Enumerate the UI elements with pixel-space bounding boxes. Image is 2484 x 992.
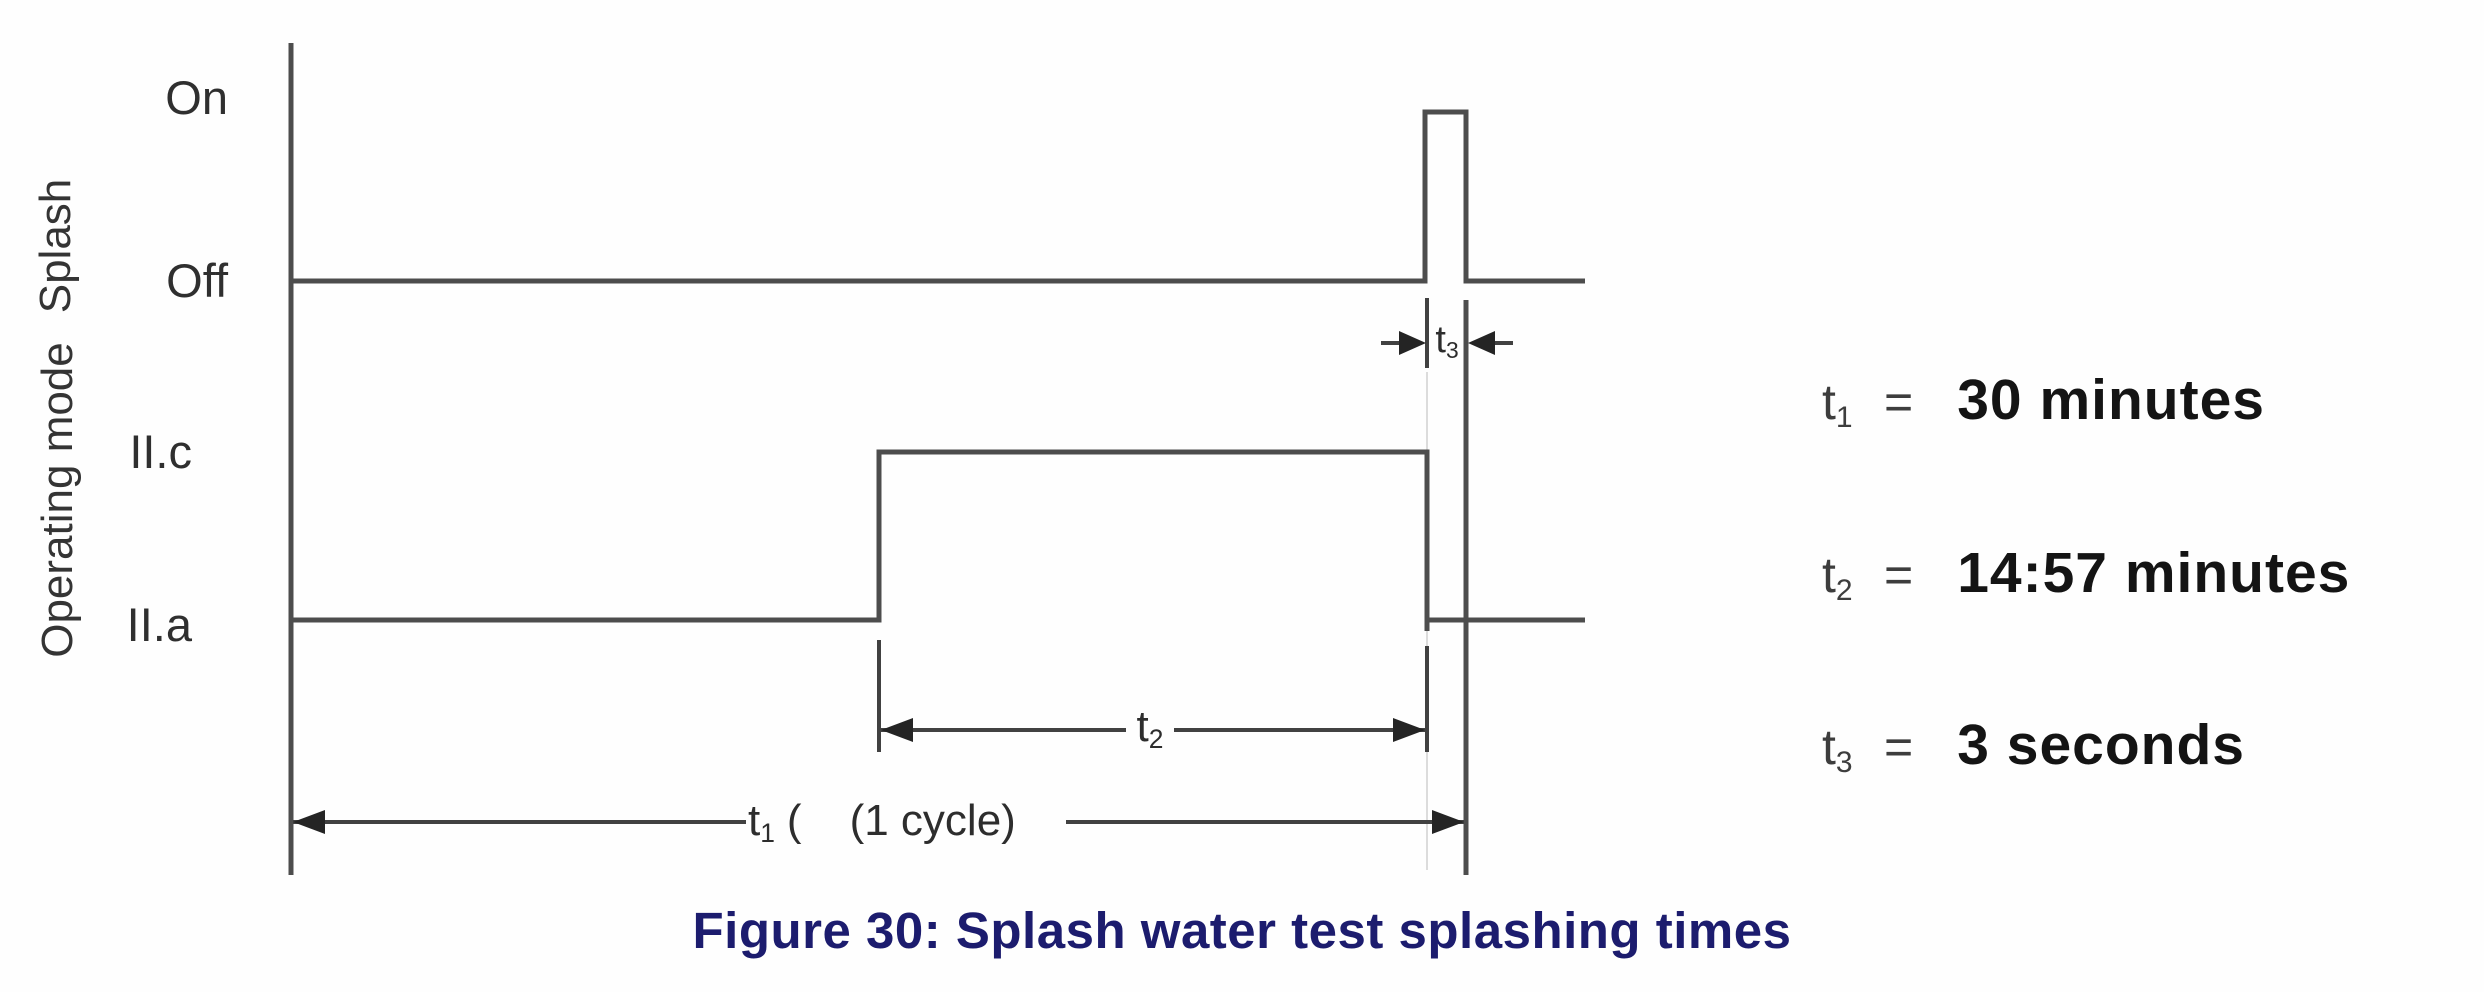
legend-t3-symbol: t3 [1822,719,1853,780]
legend-t2-equals: = [1884,547,1914,603]
t1-right-arrowhead [1432,810,1464,834]
legend-t2-symbol: t2 [1822,547,1853,608]
level-label-iic: II.c [129,425,192,478]
t2-left-arrowhead [881,718,913,742]
level-label-iia: II.a [126,598,192,651]
legend-t2-value: 14:57 minutes [1957,541,2351,605]
t3-subscript: 3 [1445,337,1459,364]
legend-row-t2: t2 = 14:57 minutes [1822,540,2350,606]
t2-right-arrowhead [1393,718,1425,742]
operating-mode-waveform [291,449,1585,631]
t1-open-paren: ( [786,796,802,845]
group-label-operating-mode: Operating mode [33,342,82,658]
t2-symbol: t [1136,702,1149,751]
t1-subscript: 1 [760,818,775,849]
legend-t1-symbol: t1 [1822,374,1853,435]
t1-cycle-note: (1 cycle) [849,796,1016,845]
legend-t1-value: 30 minutes [1957,368,2265,432]
legend-t3-equals: = [1884,719,1914,775]
t3-right-arrowhead [1468,331,1495,355]
figure-caption: Figure 30: Splash water test splashing t… [692,902,1792,959]
legend-t3-value: 3 seconds [1957,713,2245,777]
t2-dimension-label: t2 [1136,702,1164,753]
splash-waveform [291,109,1585,284]
level-label-off: Off [166,254,228,307]
t3-symbol: t [1435,319,1446,361]
legend-row-t3: t3 = 3 seconds [1822,712,2245,778]
legend-row-t1: t1 = 30 minutes [1822,367,2265,433]
t1-symbol: t1 [748,796,775,849]
legend-t1-equals: = [1884,374,1914,430]
t2-subscript: 2 [1148,724,1164,755]
group-label-splash: Splash [31,178,80,314]
t3-left-arrowhead [1399,331,1426,355]
t1-left-arrowhead [293,810,325,834]
t3-dimension-label: t3 [1435,318,1458,362]
level-label-on: On [165,71,228,124]
t1-dimension-label: t1 ( (1 cycle) [748,796,1016,849]
